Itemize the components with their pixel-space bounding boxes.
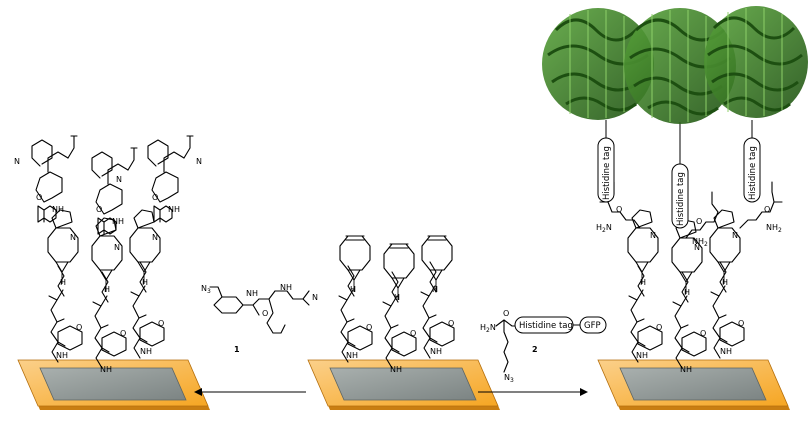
- atom-n: N: [312, 293, 318, 302]
- gfp-protein-ribbon-icon: [542, 6, 808, 124]
- histidine-tag-label: Histidine tag: [602, 146, 612, 200]
- compound-1-label: 1: [234, 345, 240, 354]
- reaction-arrow-left-icon: [194, 388, 306, 396]
- atom-h: H: [394, 293, 400, 302]
- atom-h: H: [104, 285, 110, 294]
- atom-nh: NH: [680, 365, 692, 374]
- left-atom-labels: N N N NH NH NH O O O N N N H H H NH NH N…: [14, 157, 202, 374]
- amine-label: H2N: [596, 223, 612, 234]
- atom-h: H: [640, 278, 646, 287]
- compound-1-structure: N3 NH NH N O: [201, 283, 318, 334]
- amine-label: NH2: [692, 237, 708, 248]
- right-his-tags: Histidine tag Histidine tag Histidine ta…: [597, 120, 761, 229]
- atom-o: O: [656, 323, 662, 332]
- atom-n: N: [732, 231, 738, 240]
- atom-o: O: [76, 323, 82, 332]
- amine-label: H2N: [480, 323, 496, 334]
- atom-h: H: [142, 278, 148, 287]
- center-atom-labels: H H H NH NH NH O O O: [346, 285, 454, 374]
- atom-nh: NH: [52, 205, 64, 214]
- atom-nh: NH: [100, 365, 112, 374]
- atom-o: O: [616, 205, 622, 214]
- right-surface-slab: [597, 359, 791, 411]
- atom-o: O: [410, 329, 416, 338]
- atom-o: O: [158, 319, 164, 328]
- left-product: N N N NH NH NH O O O N N N H H H NH NH N…: [14, 135, 211, 411]
- histidine-tag-label: Histidine tag: [748, 146, 758, 200]
- atom-o: O: [96, 205, 102, 214]
- atom-h: H: [722, 278, 728, 287]
- atom-nh: NH: [246, 289, 258, 298]
- atom-nh: NH: [280, 283, 292, 292]
- atom-o: O: [700, 329, 706, 338]
- atom-h: H: [60, 278, 66, 287]
- atom-n: N: [14, 157, 20, 166]
- atom-n: N: [116, 175, 122, 184]
- atom-n: N: [114, 243, 120, 252]
- atom-h: H: [432, 285, 438, 294]
- atom-nh: NH: [346, 351, 358, 360]
- atom-o: O: [448, 319, 454, 328]
- amine-label: NH2: [766, 223, 782, 234]
- right-atom-labels: H2N NH2 NH2 O O O N N N H H H NH NH NH O…: [596, 205, 782, 374]
- atom-o: O: [36, 193, 42, 202]
- atom-nh: NH: [430, 347, 442, 356]
- atom-nh: NH: [390, 365, 402, 374]
- atom-o: O: [262, 309, 268, 318]
- atom-h: H: [350, 285, 356, 294]
- atom-nh: NH: [112, 217, 124, 226]
- compound-2-label: 2: [532, 345, 538, 354]
- center-surface-slab: [307, 359, 501, 411]
- histidine-tag-label: Histidine tag: [676, 172, 686, 226]
- center-starting-surface: H H H NH NH NH O O O: [307, 235, 501, 411]
- azide-label: N3: [504, 373, 514, 384]
- atom-nh: NH: [56, 351, 68, 360]
- gfp-barrel-2: [624, 8, 736, 124]
- atom-o: O: [503, 309, 509, 318]
- gfp-label: GFP: [584, 321, 601, 331]
- atom-n: N: [70, 233, 76, 242]
- atom-o: O: [366, 323, 372, 332]
- atom-o: O: [764, 205, 770, 214]
- atom-n: N: [694, 243, 700, 252]
- atom-n: N: [196, 157, 202, 166]
- left-surface-slab: [17, 359, 211, 411]
- atom-o: O: [738, 319, 744, 328]
- atom-nh: NH: [636, 351, 648, 360]
- atom-nh: NH: [168, 205, 180, 214]
- atom-o: O: [120, 329, 126, 338]
- atom-h: H: [684, 288, 690, 297]
- gfp-barrel-3: [704, 6, 808, 118]
- gfp-capsule: [579, 316, 607, 334]
- compound-2-structure: H2N O N3 Histidine tag GFP: [480, 309, 607, 384]
- atom-o: O: [152, 193, 158, 202]
- gfp-barrel-1: [542, 8, 654, 120]
- atom-o: O: [696, 217, 702, 226]
- azide-label: N3: [201, 284, 211, 295]
- reaction-arrow-right-icon: [478, 388, 588, 396]
- histidine-tag-label: Histidine tag: [519, 321, 573, 331]
- atom-nh: NH: [140, 347, 152, 356]
- right-lysine-chains: [599, 181, 783, 239]
- atom-n: N: [650, 231, 656, 240]
- right-product: Histidine tag Histidine tag Histidine ta…: [542, 6, 808, 411]
- atom-nh: NH: [720, 347, 732, 356]
- atom-n: N: [152, 233, 158, 242]
